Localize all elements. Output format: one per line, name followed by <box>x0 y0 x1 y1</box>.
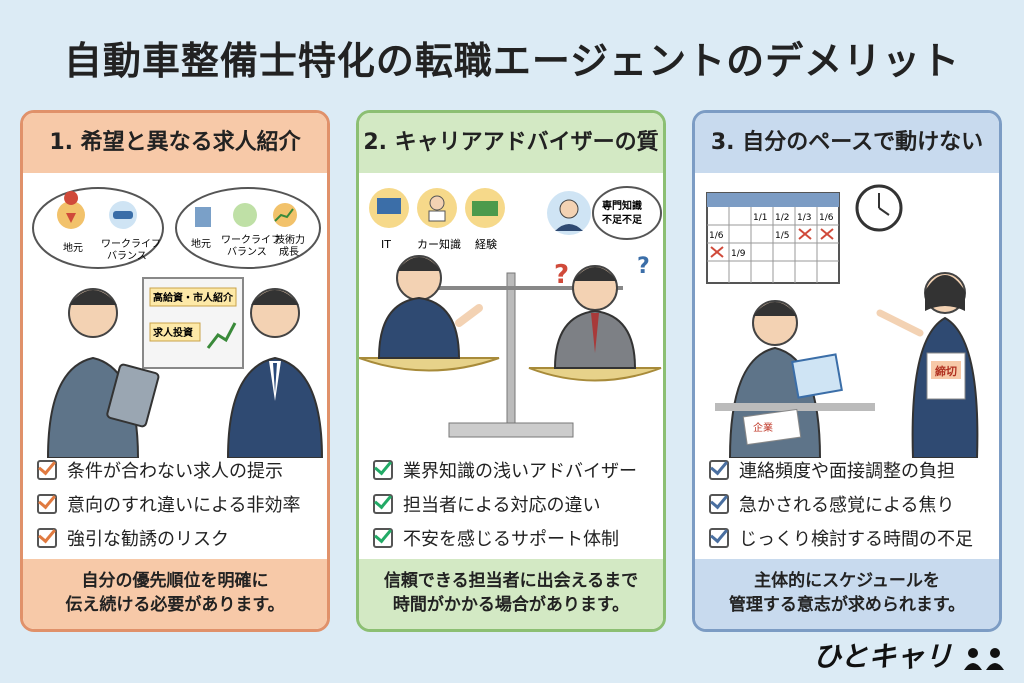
board-line-1: 高給資・市人紹介 <box>153 291 234 304</box>
check-item: 担当者による対応の違い <box>359 487 663 521</box>
check-item-text: 担当者による対応の違い <box>403 495 601 516</box>
footer-line-1: 自分の優先順位を明確に <box>81 571 269 592</box>
check-item: 不安を感じるサポート体制 <box>359 521 663 555</box>
panel-heading: 1. 希望と異なる求人紹介 <box>23 113 327 173</box>
check-item-text: 急かされる感覚による焦り <box>739 495 955 516</box>
calendar-date: 1/5 <box>775 231 789 241</box>
brand-logo: ひとキャリ <box>813 635 1006 675</box>
bubble-right-text-2: ワークライフ <box>221 234 281 246</box>
doc-label: 締切 <box>935 364 957 378</box>
check-item: 意向のすれ違いによる非効率 <box>23 487 327 521</box>
board-line-2: 求人投資 <box>153 326 193 339</box>
footer-line-1: 主体的にスケジュールを <box>754 571 940 592</box>
footer-line-1: 信頼できる担当者に出会えるまで <box>383 571 639 592</box>
bubble-right-text-4: 技術力 <box>275 233 305 246</box>
calendar-date: 1/9 <box>731 249 746 259</box>
checklist: 業界知識の浅いアドバイザー 担当者による対応の違い 不安を感じるサポート体制 <box>359 453 663 555</box>
panel-footer: 信頼できる担当者に出会えるまで 時間がかかる場合があります。 <box>359 559 663 629</box>
check-item: 急かされる感覚による焦り <box>695 487 999 521</box>
calendar-date: 1/3 <box>797 213 811 223</box>
check-item-text: 条件が合わない求人の提示 <box>67 461 283 482</box>
brand-logo-text: ひとキャリ <box>813 640 953 673</box>
question-mark-icon-2: ? <box>637 254 650 279</box>
calendar-date: 1/6 <box>709 231 724 241</box>
bubble-right-text-5: 成長 <box>279 246 299 258</box>
check-item-text: 業界知識の浅いアドバイザー <box>403 461 637 482</box>
panel-footer: 主体的にスケジュールを 管理する意志が求められます。 <box>695 559 999 629</box>
bubble-text-1: 専門知識 <box>602 199 642 212</box>
icon-label-experience: 経験 <box>475 237 497 251</box>
page-title: 自動車整備士特化の転職エージェントのデメリット <box>63 39 961 83</box>
check-item-text: 不安を感じるサポート体制 <box>403 529 619 550</box>
check-item-text: じっくり検討する時間の不足 <box>739 529 973 550</box>
bubble-right-text-1: 地元 <box>191 237 211 250</box>
checklist: 連絡頻度や面接調整の負担 急かされる感覚による焦り じっくり検討する時間の不足 <box>695 453 999 555</box>
checkbox-icon <box>37 460 57 480</box>
people-icon <box>964 648 1004 670</box>
checkbox-icon <box>37 528 57 548</box>
panel-footer: 自分の優先順位を明確に 伝え続ける必要があります。 <box>23 559 327 629</box>
footer-line-2: 時間がかかる場合があります。 <box>392 595 630 615</box>
bubble-left-text-1: 地元 <box>63 241 83 254</box>
panel-mismatched-jobs: 1. 希望と異なる求人紹介 地元 ワークライフ バランス 地元 ワークライフ バ… <box>20 110 330 632</box>
check-item: 条件が合わない求人の提示 <box>23 453 327 487</box>
checkbox-icon <box>709 528 729 548</box>
check-item: 連絡頻度や面接調整の負担 <box>695 453 999 487</box>
check-item: 業界知識の浅いアドバイザー <box>359 453 663 487</box>
checkbox-icon <box>709 494 729 514</box>
paper-label: 企業 <box>753 421 773 434</box>
checkbox-icon <box>373 528 393 548</box>
bubble-right-text-3: バランス <box>227 246 267 258</box>
check-item-text: 連絡頻度や面接調整の負担 <box>739 461 955 482</box>
checkbox-icon <box>37 494 57 514</box>
checklist: 条件が合わない求人の提示 意向のすれ違いによる非効率 強引な勧誘のリスク <box>23 453 327 555</box>
check-item-text: 意向のすれ違いによる非効率 <box>67 495 301 516</box>
illustration-advisor-scale: IT カー知識 経験 専門知識 不足不足 ? ? <box>359 186 662 438</box>
bubble-text-2: 不足不足 <box>602 214 643 226</box>
panel-advisor-quality: 2. キャリアアドバイザーの質 IT カー知識 経験 専門知識 不足不足 ? ? <box>356 110 666 632</box>
check-item: 強引な勧誘のリスク <box>23 521 327 555</box>
icon-label-it: IT <box>381 238 391 251</box>
calendar-date: 1/6 <box>819 213 834 223</box>
checkbox-icon <box>373 494 393 514</box>
checkbox-icon <box>709 460 729 480</box>
icon-label-car: カー知識 <box>417 237 461 251</box>
check-item: じっくり検討する時間の不足 <box>695 521 999 555</box>
footer-line-2: 伝え続ける必要があります。 <box>65 595 285 615</box>
calendar-date: 1/2 <box>775 213 789 223</box>
checkbox-icon <box>373 460 393 480</box>
check-item-text: 強引な勧誘のリスク <box>67 529 229 550</box>
panel-heading: 2. キャリアアドバイザーの質 <box>359 113 663 173</box>
bubble-left-text-2: ワークライフ <box>101 238 161 250</box>
question-mark-icon: ? <box>554 260 569 290</box>
bubble-left-text-3: バランス <box>107 250 147 262</box>
panel-heading: 3. 自分のペースで動けない <box>695 113 999 173</box>
illustration-job-mismatch: 地元 ワークライフ バランス 地元 ワークライフ バランス 技術力 成長 高給資… <box>32 187 324 458</box>
panel-own-pace: 3. 自分のペースで動けない 1/1 1/2 1/3 1/6 1/6 1/5 1… <box>692 110 1002 632</box>
calendar-date: 1/1 <box>753 213 767 223</box>
illustration-schedule-pressure: 1/1 1/2 1/3 1/6 1/6 1/5 1/9 企業 締切 <box>706 184 979 458</box>
footer-line-2: 管理する意志が求められます。 <box>728 595 966 615</box>
